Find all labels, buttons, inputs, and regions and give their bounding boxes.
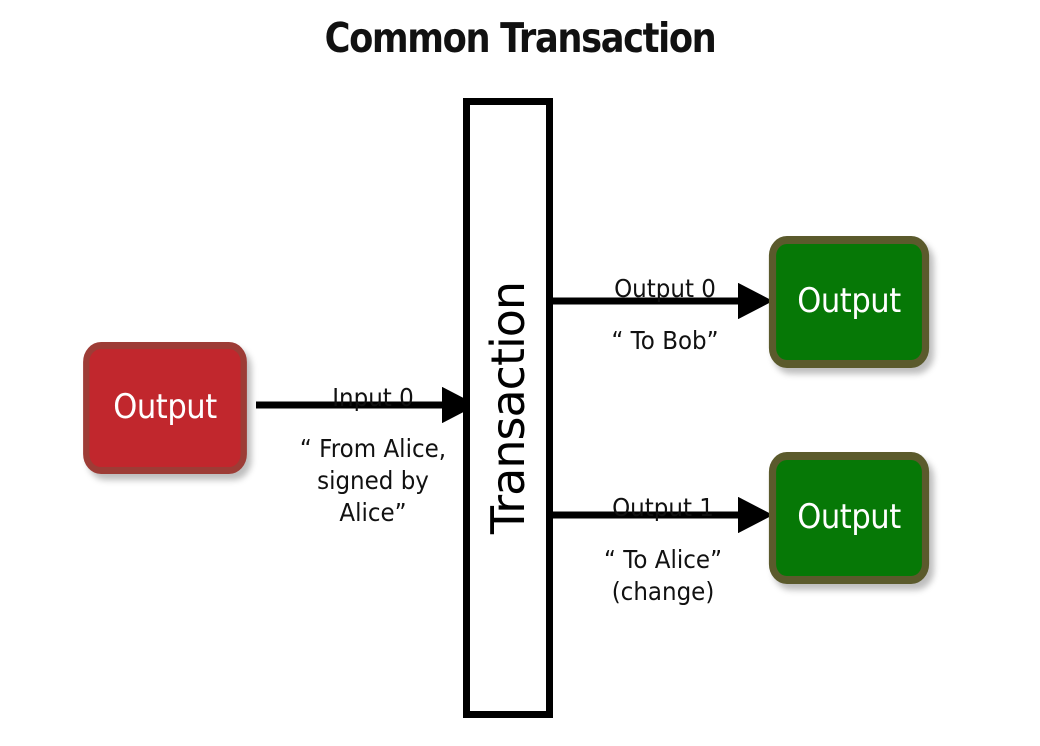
node-output-bob-label: Output	[797, 280, 901, 321]
edge-label-output1-top: Output 1	[585, 472, 741, 545]
node-input-output-label: Output	[113, 386, 217, 427]
node-transaction[interactable]: Transaction	[463, 98, 553, 718]
node-output-alice-label: Output	[797, 496, 901, 537]
node-input-output[interactable]: Output	[83, 342, 247, 474]
edge-label-output0-top-text: Output 0	[614, 274, 716, 304]
edge-label-output1-top-text: Output 1	[612, 493, 714, 523]
edge-label-input0-top-text: Input 0	[332, 383, 414, 413]
edge-label-output0-bottom: “ To Bob”	[587, 305, 743, 378]
edge-label-output1-bottom-text: “ To Alice” (change)	[604, 545, 722, 607]
edge-label-input0-top: Input 0	[295, 362, 451, 435]
node-output-alice[interactable]: Output	[768, 452, 930, 584]
edge-label-output1-bottom: “ To Alice” (change)	[585, 524, 741, 629]
edge-label-output0-top: Output 0	[587, 253, 743, 326]
edge-label-input0-bottom: “ From Alice, signed by Alice”	[286, 413, 461, 550]
edge-label-input0-bottom-text: “ From Alice, signed by Alice”	[299, 434, 447, 528]
page-title: Common Transaction	[324, 14, 717, 62]
node-transaction-label: Transaction	[481, 281, 535, 535]
edge-label-output0-bottom-text: “ To Bob”	[611, 326, 719, 356]
node-output-bob[interactable]: Output	[768, 236, 930, 368]
